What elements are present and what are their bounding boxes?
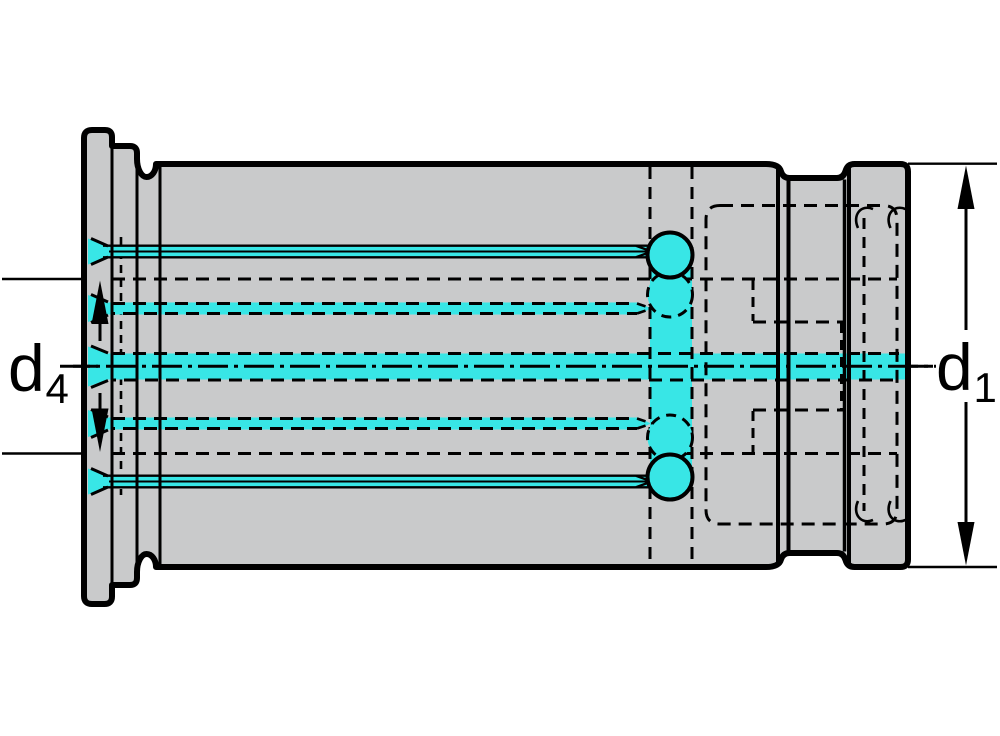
d4-arrow-up — [91, 280, 109, 324]
thread-runout-hook-bottom-left — [854, 500, 874, 523]
d1-label: d1 — [936, 330, 997, 411]
channel4-ball-taper — [636, 417, 653, 430]
thread-runout-hook-top-left — [854, 206, 874, 229]
d4-arrow-down — [91, 408, 109, 452]
ball-top-solid — [645, 230, 695, 280]
countersink-cone-1 — [90, 237, 109, 266]
hidden-edges — [112, 167, 906, 563]
coolant-balls — [645, 230, 695, 502]
coolant-channel-4 — [88, 410, 651, 437]
countersink-cone-5 — [90, 467, 109, 496]
d1-arrow-up — [957, 165, 975, 209]
countersink-cone-center — [90, 344, 109, 389]
dimension-d1: d1 — [908, 162, 997, 569]
d4-label: d4 — [8, 331, 69, 412]
coolant-channel-2 — [88, 295, 651, 322]
d1-arrow-down — [957, 522, 975, 566]
channel2-ball-taper — [636, 302, 653, 315]
channel-edge-lines — [90, 237, 899, 496]
thread-runout-hook-bottom-right — [887, 500, 906, 523]
internal-cavity-outline — [704, 204, 899, 526]
ball-bottom-solid — [645, 452, 695, 502]
thread-runout-hook-top-right — [887, 206, 906, 229]
dimension-d4: d4 — [2, 277, 109, 455]
